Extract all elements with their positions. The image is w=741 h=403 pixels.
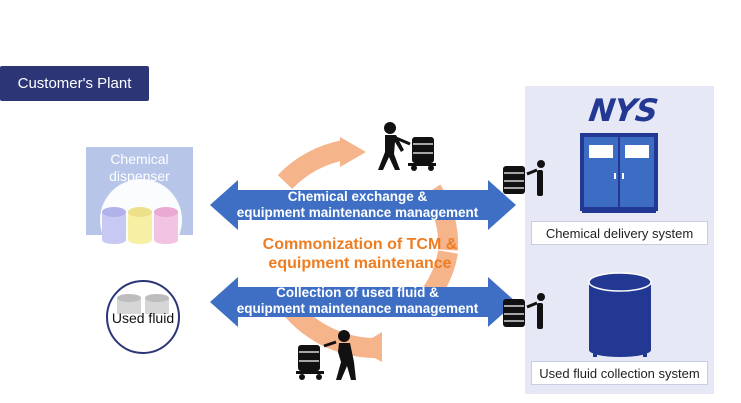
dispenser-line-2: dispenser [109, 168, 170, 184]
chemical-bottles-icon [100, 179, 182, 261]
used-fluid-bottles-icon [117, 294, 169, 314]
exchange-double-arrow [210, 180, 516, 230]
collection-line-2: equipment maintenance management [236, 301, 479, 316]
center-line-1: Commonization of TCM & [262, 236, 458, 253]
collection-arrow-text: Collection of used fluid & equipment mai… [220, 285, 495, 317]
collection-tank-icon [588, 272, 652, 357]
center-line-2: equipment maintenance [268, 255, 452, 272]
drum-stack-icon [503, 293, 545, 329]
used-fluid-circle [106, 280, 180, 354]
chemical-delivery-system-label: Chemical delivery system [531, 221, 708, 245]
exchange-line-2: equipment maintenance management [236, 205, 479, 220]
exchange-arrow-text: Chemical exchange & equipment maintenanc… [220, 189, 495, 221]
exchange-line-1: Chemical exchange & [287, 189, 428, 204]
collection-double-arrow [210, 277, 516, 327]
drum-stack-icon [503, 160, 545, 196]
worker-with-cart-icon [378, 122, 436, 171]
chemical-dispenser-label: Chemical dispenser [86, 151, 193, 185]
used-fluid-label: Used fluid [111, 310, 175, 326]
customers-plant-label: Customer's Plant [0, 66, 149, 101]
collection-line-1: Collection of used fluid & [276, 285, 439, 300]
cycle-arrowhead-top [340, 137, 366, 167]
dispenser-line-1: Chemical [110, 151, 169, 167]
cycle-arrowhead-bottom [356, 332, 382, 362]
worker-with-cart-icon [296, 330, 356, 380]
used-fluid-collection-system-label: Used fluid collection system [531, 361, 708, 385]
delivery-cabinet-icon [580, 133, 658, 213]
commonization-text: Commonization of TCM & equipment mainten… [240, 235, 480, 273]
